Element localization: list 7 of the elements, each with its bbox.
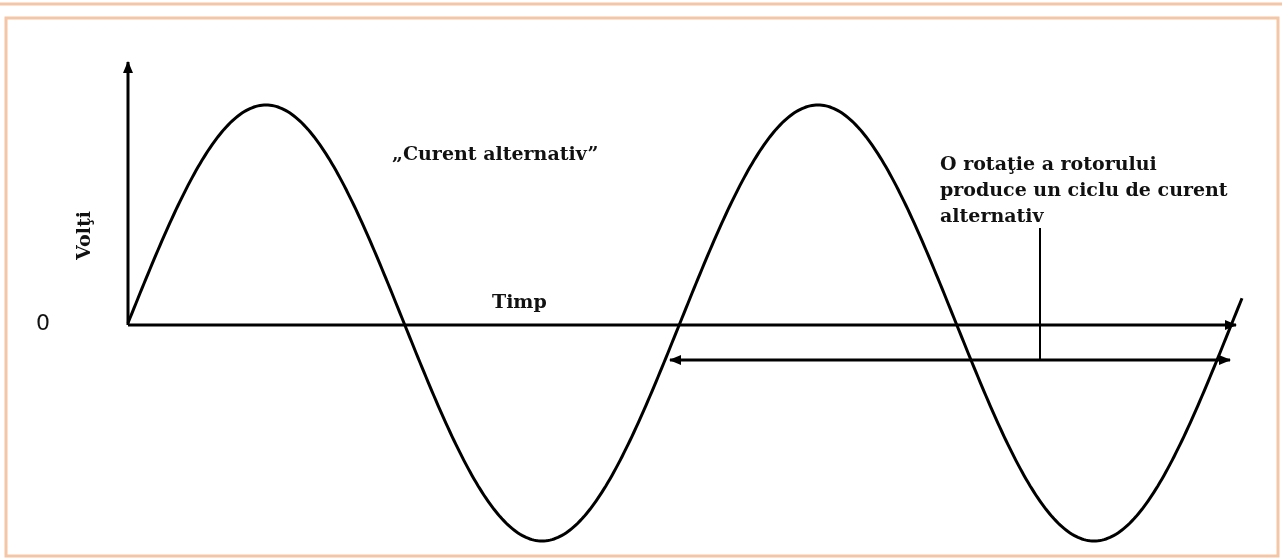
- leader-line: [1039, 227, 1041, 361]
- dimension-line: [669, 355, 1231, 365]
- chart-label: „Curent alternativ”: [392, 141, 599, 166]
- callout-text: O rotaţie a rotorului produce un ciclu de curent alternativ: [940, 150, 1240, 228]
- axis-label: Timp: [492, 289, 547, 314]
- origin-label: 0: [36, 310, 50, 336]
- axis-label: Volţi: [71, 211, 95, 260]
